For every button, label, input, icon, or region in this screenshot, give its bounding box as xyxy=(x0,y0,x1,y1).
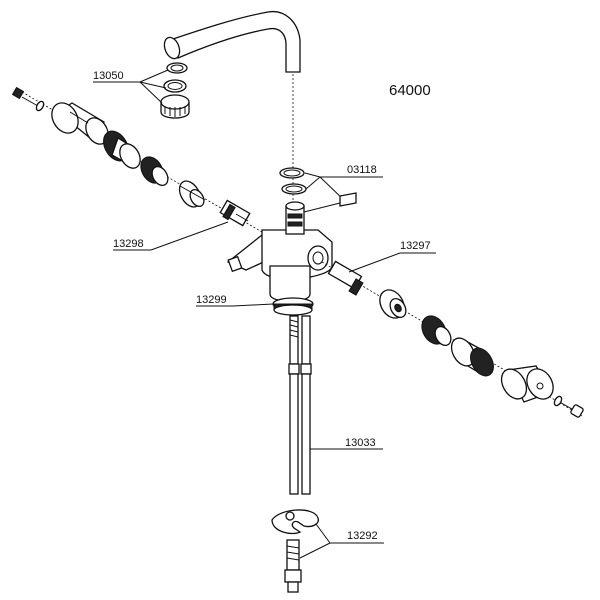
faucet-body xyxy=(226,192,357,303)
splined-insert-icon xyxy=(421,315,452,346)
knurled-ring-icon xyxy=(103,130,141,169)
label-03118: 03118 xyxy=(347,164,377,176)
screw-icon xyxy=(553,395,584,418)
handle-cap-icon xyxy=(500,365,554,403)
faucet-spout-icon xyxy=(163,10,301,200)
label-13033: 13033 xyxy=(345,437,376,449)
cartridge-icon xyxy=(219,199,251,227)
aerator-ring-icon xyxy=(163,79,187,93)
label-13050: 13050 xyxy=(93,70,124,82)
model-number: 64000 xyxy=(389,82,431,99)
label-13298: 13298 xyxy=(113,238,144,250)
label-13299-group: 13299 xyxy=(196,294,274,307)
clip-icon xyxy=(339,192,357,207)
label-03118-group: 03118 xyxy=(304,164,383,203)
label-13033-group: 13033 xyxy=(310,437,383,450)
o-rings xyxy=(279,167,307,195)
label-13297-group: 13297 xyxy=(348,240,436,273)
aerator-washer-icon xyxy=(166,62,188,74)
stud-icon xyxy=(284,539,302,593)
cartridge-icon xyxy=(327,260,364,296)
knurled-ring-icon xyxy=(450,337,494,377)
screw-icon xyxy=(11,86,45,112)
retainer-icon xyxy=(178,180,206,208)
label-13298-group: 13298 xyxy=(113,221,229,251)
label-13292: 13292 xyxy=(347,530,378,542)
label-13299: 13299 xyxy=(196,294,227,306)
aerator-set xyxy=(160,62,190,119)
threaded-rod-icon xyxy=(300,315,312,495)
label-13050-group: 13050 xyxy=(93,69,169,104)
mounting-bracket-icon xyxy=(271,509,319,535)
splined-insert-icon xyxy=(140,156,169,186)
label-13292-group: 13292 xyxy=(299,523,384,559)
retainer-icon xyxy=(379,289,407,319)
mounting-rods xyxy=(288,315,312,495)
label-13297: 13297 xyxy=(400,240,431,252)
left-handle-assembly xyxy=(11,86,263,233)
right-handle-assembly xyxy=(321,260,584,418)
handle-cap-icon xyxy=(51,102,109,145)
threaded-rod-icon xyxy=(288,315,300,495)
body-nut-icon xyxy=(272,297,314,316)
